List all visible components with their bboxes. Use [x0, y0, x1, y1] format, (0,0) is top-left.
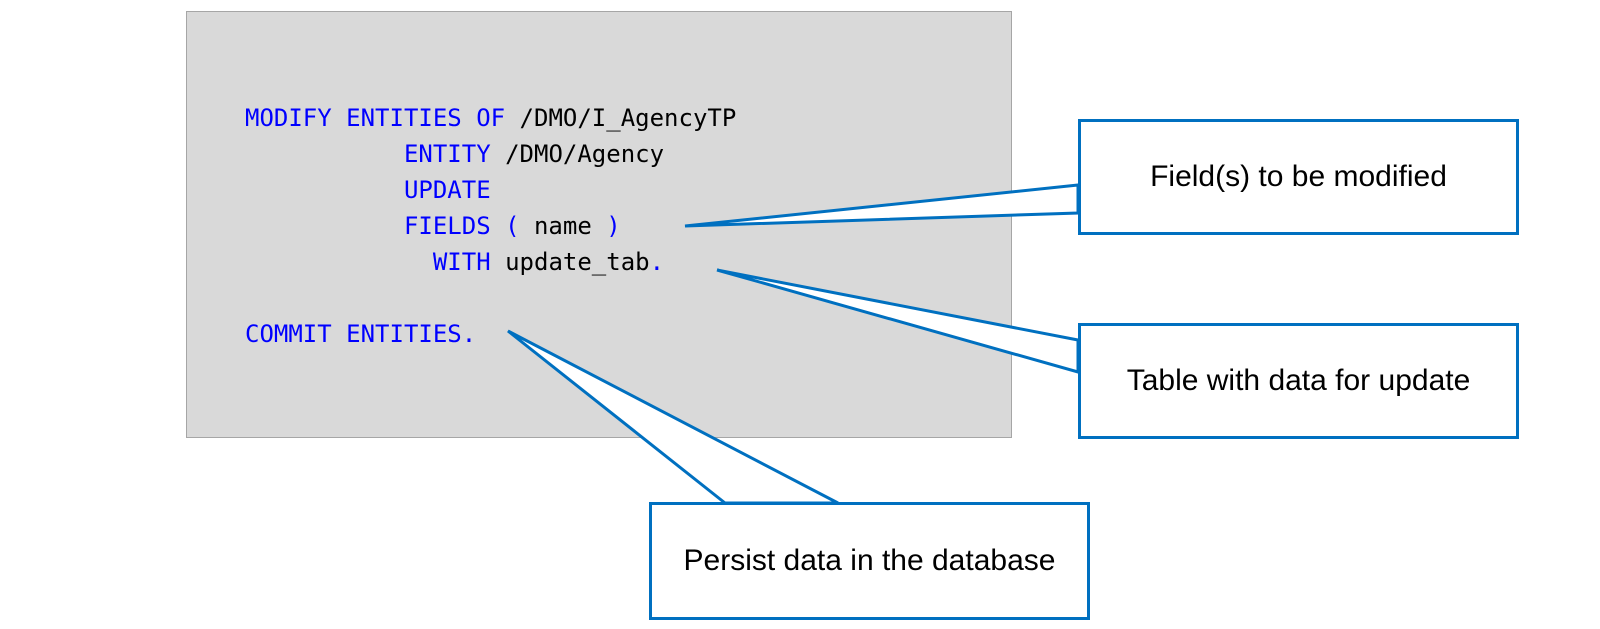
callout-persist-data: Persist data in the database	[649, 502, 1090, 620]
code-keyword: UPDATE	[245, 176, 491, 204]
callout-persist-label: Persist data in the database	[683, 544, 1056, 577]
code-identifier: /DMO/I_AgencyTP	[519, 104, 737, 132]
code-line: ENTITY /DMO/Agency	[245, 136, 736, 172]
code-line: MODIFY ENTITIES OF /DMO/I_AgencyTP	[245, 100, 736, 136]
code-line: WITH update_tab.	[245, 244, 736, 280]
pointer-persist	[507, 329, 839, 505]
code-line: FIELDS ( name )	[245, 208, 736, 244]
code-identifier: update_tab	[505, 248, 650, 276]
code-line: COMMIT ENTITIES.	[245, 316, 736, 352]
code-keyword: FIELDS (	[245, 212, 534, 240]
callout-fields-label: Field(s) to be modified	[1150, 160, 1447, 193]
callout-fields-to-modify: Field(s) to be modified	[1078, 119, 1519, 235]
callout-table-label: Table with data for update	[1126, 364, 1471, 397]
code-keyword: ENTITY	[245, 140, 506, 168]
pointer-table	[716, 268, 1080, 374]
code-keyword: COMMIT ENTITIES.	[245, 320, 477, 348]
code-keyword: .	[649, 248, 665, 276]
callout-table-with-data: Table with data for update	[1078, 323, 1519, 439]
code-identifier: name	[533, 212, 592, 240]
code-panel: MODIFY ENTITIES OF /DMO/I_AgencyTP ENTIT…	[186, 11, 1012, 438]
code-line: UPDATE	[245, 172, 736, 208]
pointer-fields	[684, 183, 1080, 228]
code-identifier: /DMO/Agency	[505, 140, 665, 168]
abap-code-block: MODIFY ENTITIES OF /DMO/I_AgencyTP ENTIT…	[245, 100, 736, 352]
code-keyword: MODIFY ENTITIES OF	[245, 104, 520, 132]
code-keyword: WITH	[245, 248, 506, 276]
code-keyword: )	[591, 212, 621, 240]
